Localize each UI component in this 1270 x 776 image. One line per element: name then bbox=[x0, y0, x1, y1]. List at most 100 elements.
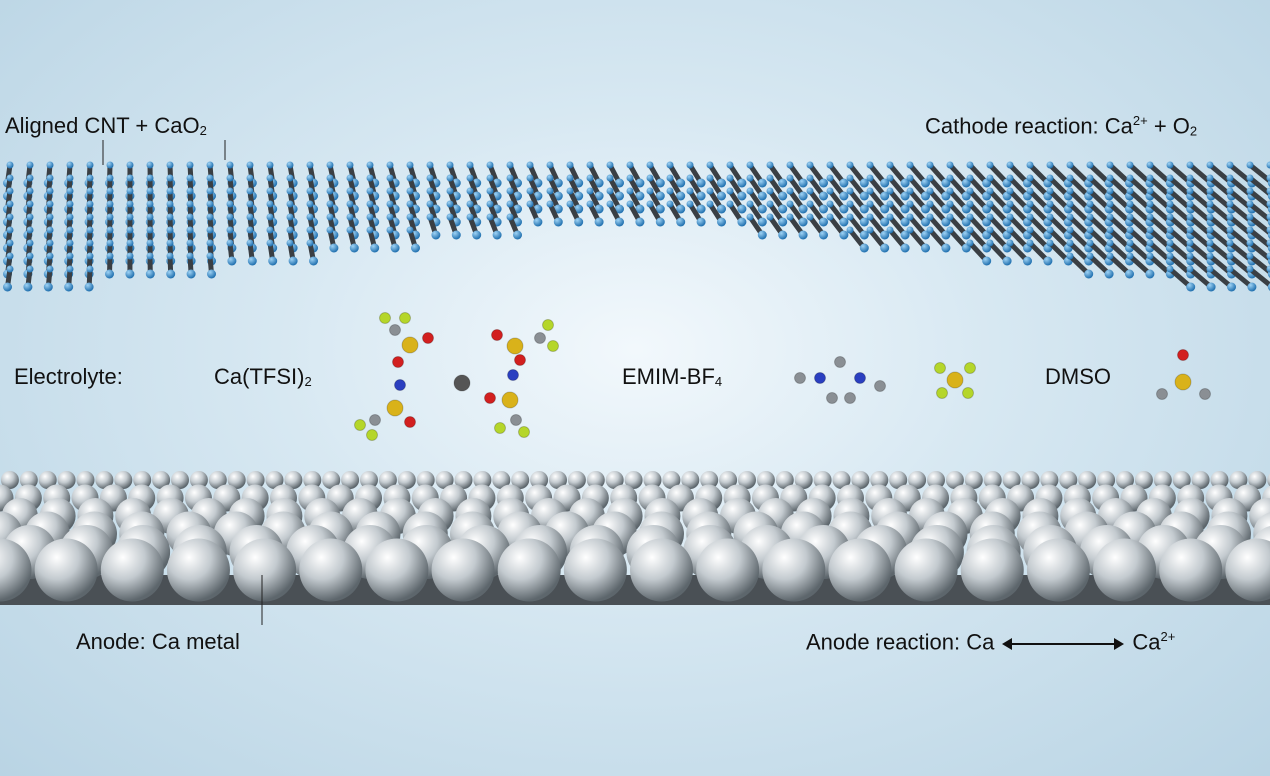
cao2-particle bbox=[615, 178, 624, 188]
cao2-particle bbox=[66, 161, 74, 169]
cao2-particle bbox=[859, 178, 869, 188]
cao2-particle bbox=[166, 187, 174, 195]
cao2-particle bbox=[1206, 282, 1216, 292]
carbon-nanotube bbox=[1148, 202, 1172, 224]
cao2-particle bbox=[386, 174, 394, 182]
atom-f bbox=[936, 387, 948, 399]
carbon-nanotube bbox=[1148, 254, 1172, 276]
cao2-particle bbox=[1106, 213, 1114, 221]
cao2-particle bbox=[839, 204, 849, 214]
cao2-particle bbox=[986, 187, 994, 195]
cao2-particle bbox=[66, 239, 74, 247]
cao2-particle bbox=[166, 226, 174, 234]
cao2-particle bbox=[6, 174, 14, 182]
cao2-particle bbox=[126, 239, 134, 247]
cao2-particle bbox=[166, 200, 174, 208]
ca-atom bbox=[1040, 471, 1059, 489]
atom-c bbox=[834, 356, 846, 368]
cao2-particle bbox=[86, 252, 94, 260]
cao2-particle bbox=[246, 213, 254, 221]
cao2-particle bbox=[386, 200, 394, 208]
ca-atom bbox=[775, 471, 794, 489]
atom-f bbox=[962, 387, 974, 399]
cao2-particle bbox=[1246, 200, 1254, 208]
cao2-particle bbox=[1266, 174, 1270, 182]
cao2-particle bbox=[826, 187, 834, 195]
cao2-particle bbox=[1066, 200, 1074, 208]
cao2-particle bbox=[819, 178, 828, 188]
cao2-particle bbox=[506, 187, 514, 195]
atom-o bbox=[491, 329, 503, 341]
cao2-particle bbox=[146, 252, 154, 260]
cao2-particle bbox=[706, 187, 714, 195]
cao2-particle bbox=[846, 161, 854, 169]
cao2-particle bbox=[737, 178, 747, 188]
cao2-particle bbox=[86, 239, 94, 247]
ca-atom bbox=[299, 538, 363, 602]
cao2-particle bbox=[146, 226, 154, 234]
cao2-particle bbox=[574, 217, 584, 227]
ca-atom bbox=[511, 471, 530, 489]
cao2-particle bbox=[146, 187, 154, 195]
ca-atom bbox=[1267, 473, 1270, 487]
cao2-particle bbox=[1086, 213, 1094, 221]
cao2-particle bbox=[676, 204, 686, 214]
cao2-particle bbox=[86, 161, 94, 169]
cao2-particle bbox=[1267, 283, 1270, 291]
cao2-particle bbox=[106, 239, 114, 247]
cao2-particle bbox=[1266, 265, 1270, 273]
cao2-particle bbox=[506, 161, 514, 169]
cao2-particle bbox=[106, 200, 114, 208]
ca-atom bbox=[832, 471, 851, 489]
solvent-label: DMSO bbox=[1045, 364, 1111, 389]
cao2-particle bbox=[1186, 200, 1194, 208]
cao2-particle bbox=[306, 239, 314, 247]
atom-c bbox=[534, 332, 546, 344]
cao2-particle bbox=[546, 161, 554, 169]
cao2-particle bbox=[1146, 252, 1154, 260]
ca-atom bbox=[1116, 471, 1134, 489]
cao2-particle bbox=[166, 161, 174, 169]
cathode-reaction-label: Cathode reaction: Ca2+ + O2 bbox=[925, 113, 1198, 139]
cao2-particle bbox=[66, 174, 74, 182]
cao2-particle bbox=[746, 161, 754, 169]
ca-atom bbox=[624, 471, 643, 489]
cao2-particle bbox=[306, 187, 314, 195]
cao2-particle bbox=[146, 239, 154, 247]
ca-atom bbox=[756, 471, 775, 489]
cao2-particle bbox=[926, 161, 934, 169]
cao2-particle bbox=[696, 217, 706, 227]
ca-atom bbox=[189, 471, 208, 489]
cao2-particle bbox=[566, 174, 574, 182]
cao2-particle bbox=[186, 269, 196, 279]
cao2-particle bbox=[1026, 187, 1034, 195]
cao2-particle bbox=[1247, 282, 1257, 292]
ca-atom bbox=[454, 471, 473, 489]
cao2-particle bbox=[594, 191, 604, 201]
ca-atom bbox=[762, 538, 826, 602]
cao2-particle bbox=[1226, 265, 1234, 273]
cao2-particle bbox=[126, 187, 134, 195]
cao2-particle bbox=[26, 161, 34, 169]
cao2-particle bbox=[686, 200, 694, 208]
cao2-particle bbox=[46, 265, 54, 273]
cao2-particle bbox=[778, 217, 788, 227]
cao2-particle bbox=[1166, 226, 1174, 234]
ca-atom bbox=[1248, 471, 1267, 489]
cao2-particle bbox=[106, 187, 114, 195]
cao2-particle bbox=[1066, 187, 1074, 195]
cao2-particle bbox=[1106, 226, 1114, 234]
cao2-particle bbox=[266, 187, 274, 195]
cao2-particle bbox=[186, 187, 194, 195]
atom-c bbox=[844, 392, 856, 404]
cao2-particle bbox=[1206, 187, 1214, 195]
cao2-particle bbox=[900, 178, 910, 188]
ca-atom bbox=[497, 538, 561, 602]
ca-atom bbox=[563, 538, 627, 602]
atom-c bbox=[794, 372, 806, 384]
cao2-particle bbox=[880, 204, 890, 214]
cao2-particle bbox=[1066, 252, 1074, 260]
carbon-nanotube bbox=[1148, 228, 1172, 250]
cao2-particle bbox=[1086, 226, 1094, 234]
